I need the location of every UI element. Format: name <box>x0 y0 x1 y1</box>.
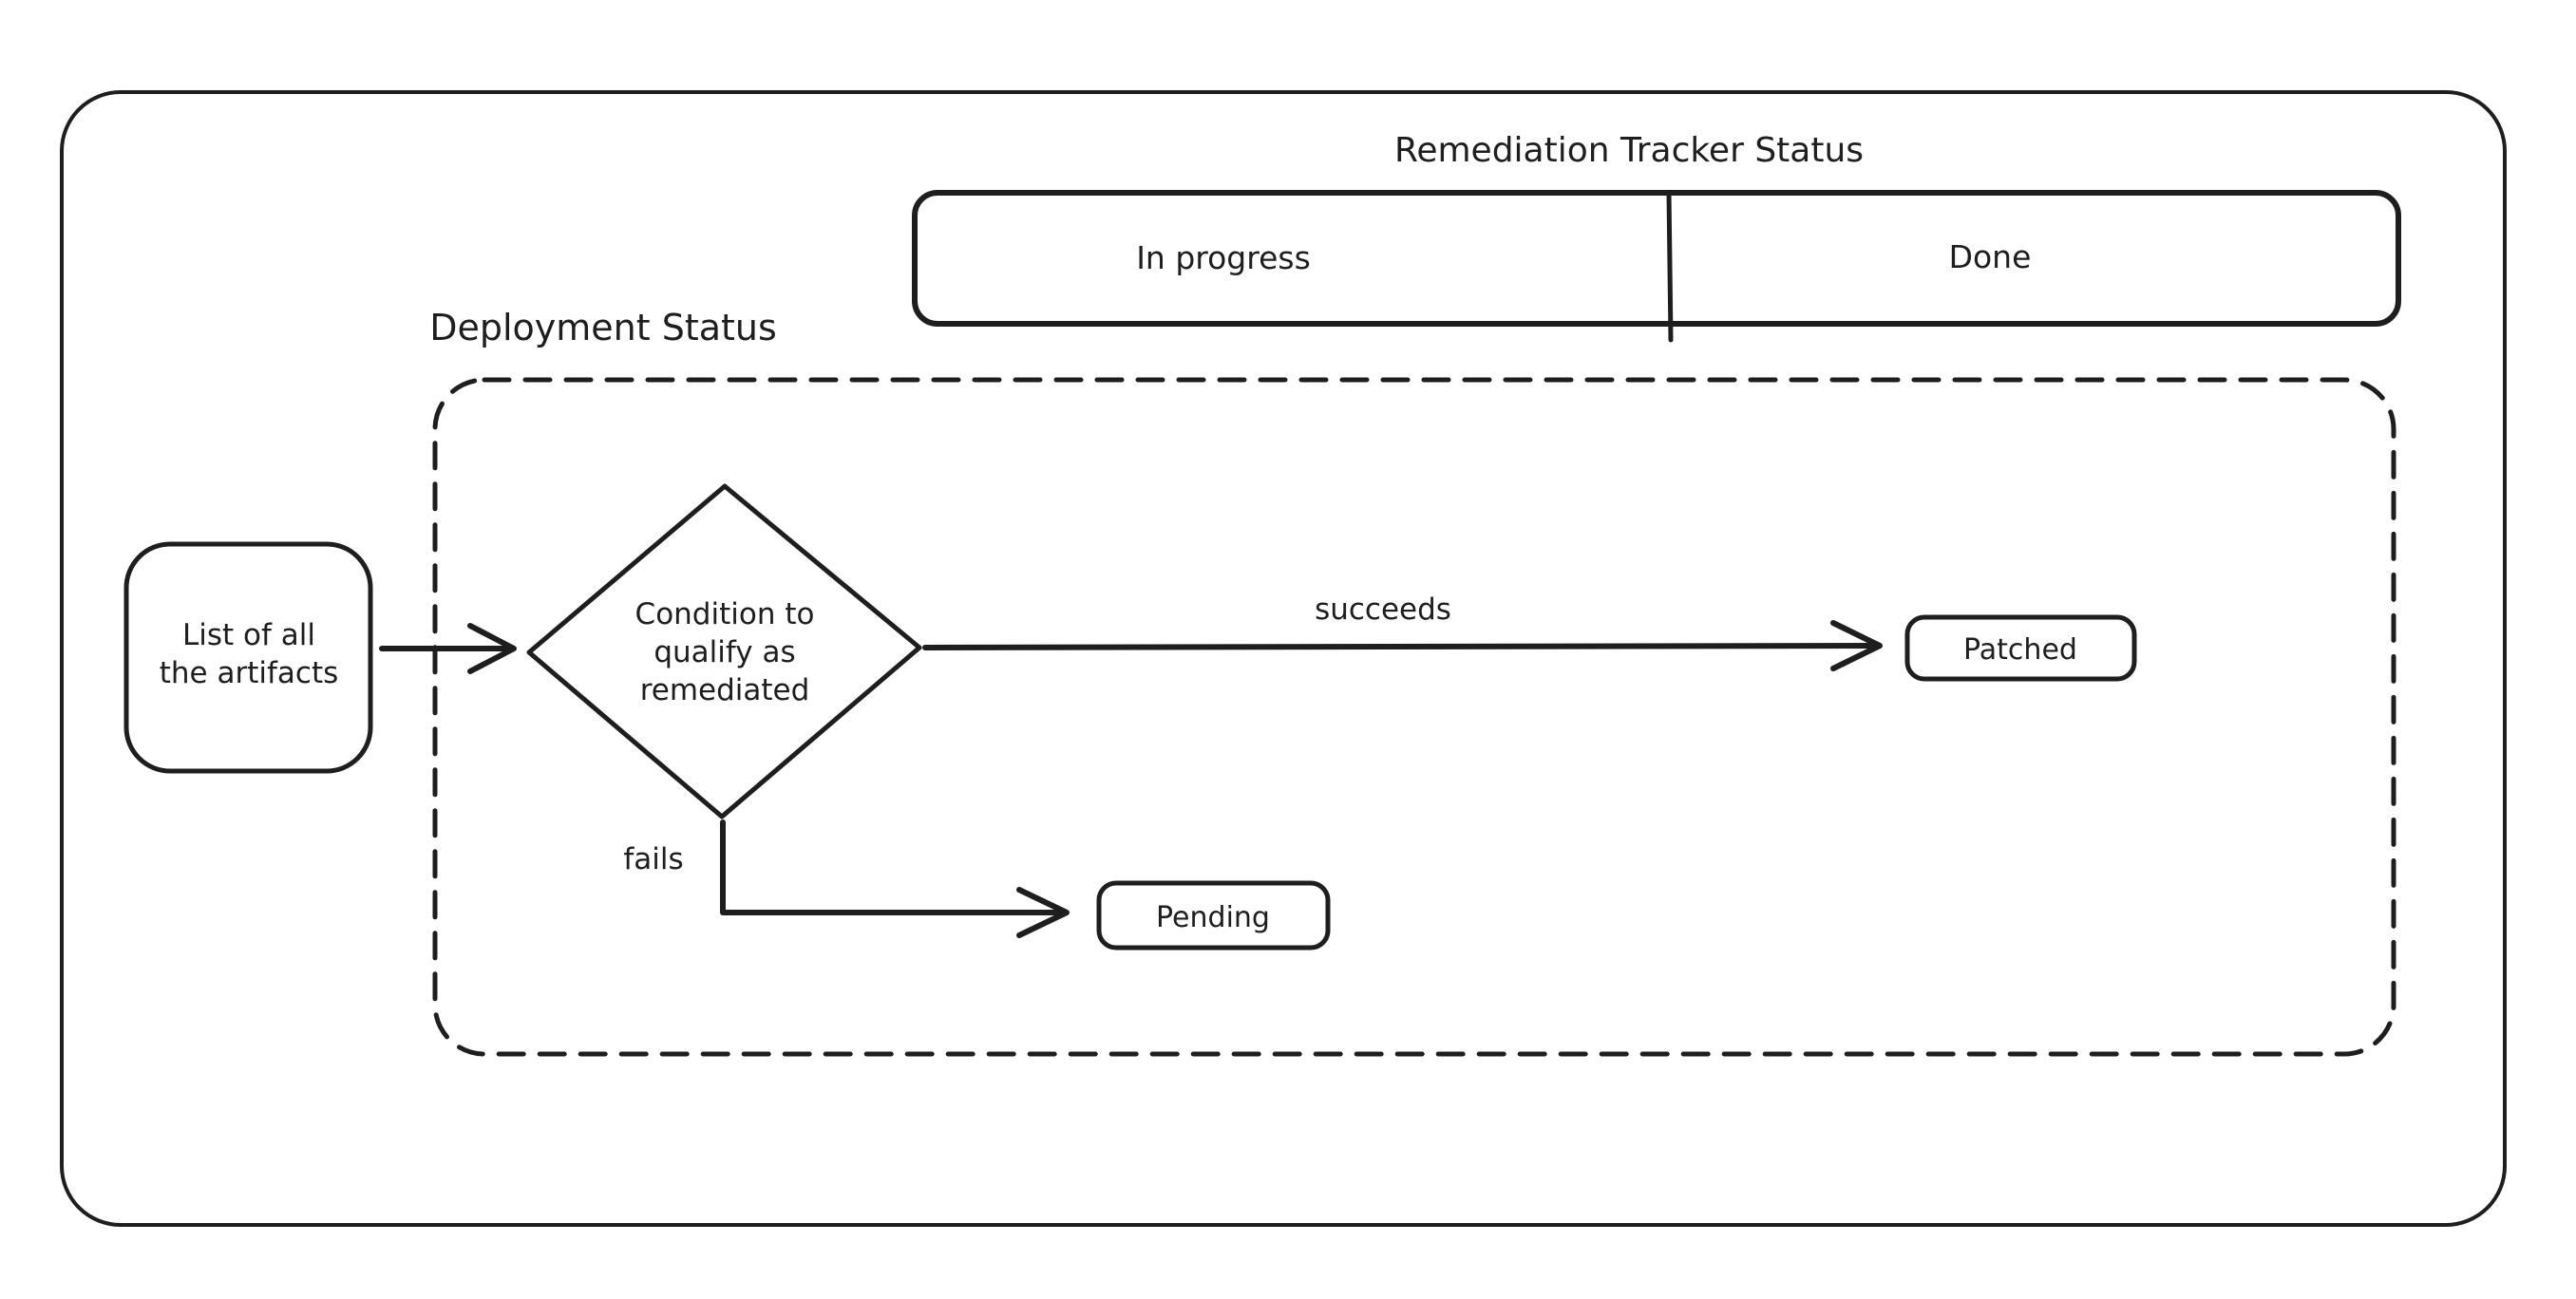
tracker-title[interactable]: Remediation Tracker Status <box>1394 131 1864 170</box>
patched-node[interactable]: Patched <box>1904 614 2137 682</box>
tracker-cell-done: Done <box>1949 238 2032 275</box>
pending-node-label: Pending <box>1156 901 1270 934</box>
arrow-fails-shaft <box>720 819 1063 915</box>
pending-node[interactable]: Pending <box>1096 880 1331 951</box>
condition-node-line1: Condition to <box>635 597 815 631</box>
tracker-table[interactable]: In progress Done <box>912 190 2401 343</box>
arrow-succeeds-head <box>1830 620 1883 671</box>
tracker-table-divider[interactable] <box>1666 190 1674 343</box>
artifacts-node-line1: List of all <box>182 618 315 652</box>
pending-node-outline[interactable] <box>1096 880 1331 951</box>
arrow-succeeds[interactable] <box>922 620 1883 671</box>
arrow-fails-head <box>1016 887 1070 938</box>
outer-frame[interactable] <box>60 90 2507 1227</box>
artifacts-node-outline[interactable] <box>123 541 373 774</box>
patched-node-label: Patched <box>1963 633 2077 667</box>
patched-node-outline[interactable] <box>1904 614 2137 682</box>
arrow-artifacts-to-condition[interactable] <box>379 623 517 674</box>
deployment-container[interactable] <box>432 377 2396 1057</box>
arrow-artifacts-head <box>467 623 517 674</box>
condition-node-line2: qualify as <box>653 635 795 669</box>
arrow-fails[interactable] <box>720 819 1070 938</box>
condition-node-outline[interactable] <box>526 483 922 819</box>
tracker-cell-in-progress: In progress <box>1136 239 1311 276</box>
condition-node[interactable]: Condition to qualify as remediated <box>526 483 922 819</box>
artifacts-node[interactable]: List of all the artifacts <box>123 541 373 774</box>
condition-node-line3: remediated <box>640 673 810 707</box>
tracker-table-outline[interactable] <box>912 190 2401 327</box>
artifacts-node-line2: the artifacts <box>160 656 339 690</box>
deployment-status-label[interactable]: Deployment Status <box>429 307 777 348</box>
arrow-succeeds-shaft <box>922 643 1876 650</box>
succeeds-edge-label[interactable]: succeeds <box>1315 593 1451 627</box>
fails-edge-label[interactable]: fails <box>623 842 683 876</box>
